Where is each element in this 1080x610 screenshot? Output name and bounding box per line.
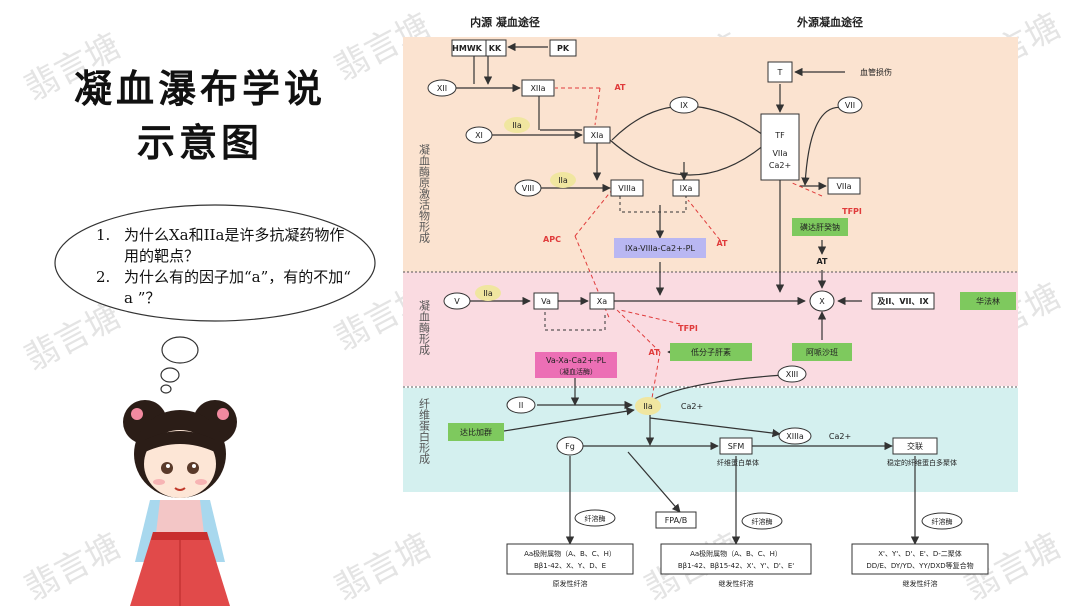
product-1-line-1: Aa极附属物（A、B、C、H） xyxy=(524,549,616,558)
node-v: V xyxy=(454,297,460,306)
node-plasmin-2: 纤溶酶 xyxy=(752,517,773,526)
node-hmwk: HMWK xyxy=(452,44,482,53)
node-xia: XIa xyxy=(591,131,604,140)
node-tfpi-2: TFPI xyxy=(678,324,698,333)
node-iia-1: IIa xyxy=(512,121,522,130)
extrinsic-header: 外源凝血途径 xyxy=(796,15,863,29)
node-apc: APC xyxy=(543,235,561,244)
node-kk: KK xyxy=(489,44,502,53)
node-at-1: AT xyxy=(614,83,626,92)
activator-band-label: 凝血酶原激活物形成 xyxy=(418,143,431,244)
node-xiii: XIII xyxy=(786,370,799,379)
thought-cloud xyxy=(54,204,376,394)
question-list: 1.为什么Xa和IIa是许多抗凝药物作用的靶点？ 2.为什么有的因子加“a”，有… xyxy=(96,225,356,309)
node-fpab: FPA/B xyxy=(665,516,688,525)
node-plasmin-3: 纤溶酶 xyxy=(932,517,953,526)
node-xiia: XIIa xyxy=(530,84,545,93)
product-1-caption: 原发性纤溶 xyxy=(553,579,588,588)
coagulation-cascade-diagram: 内源 凝血途径 外源凝血途径 凝血酶原激活物形成 凝血酶形成 纤维蛋白形成 xyxy=(403,15,1018,588)
node-sfm-label: 纤维蛋白单体 xyxy=(717,458,759,467)
node-xa: Xa xyxy=(597,297,607,306)
node-fg: Fg xyxy=(565,442,575,451)
node-at-4: AT xyxy=(648,348,660,357)
node-va: Va xyxy=(541,297,551,306)
node-vii: VII xyxy=(845,101,855,110)
product-2-line-1: Aa极附属物（A、B、C、H） xyxy=(690,549,782,558)
node-ix: IX xyxy=(680,101,688,110)
node-ixa: IXa xyxy=(680,184,693,193)
node-ii: II xyxy=(519,401,524,410)
node-crosslink: 交联 xyxy=(907,441,923,451)
intrinsic-header: 内源 凝血途径 xyxy=(470,15,540,29)
node-ca-1: Ca2+ xyxy=(681,402,703,411)
node-tf-viia: VIIa xyxy=(772,149,787,158)
node-prothrombinase: Va-Xa-Ca2+-PL xyxy=(546,356,607,365)
node-dabigatran: 达比加群 xyxy=(460,427,492,437)
node-crosslink-label: 稳定的纤维蛋白多聚体 xyxy=(887,458,957,467)
node-vessel-injury: 血管损伤 xyxy=(860,67,892,77)
node-apixaban: 阿哌沙班 xyxy=(806,347,838,357)
node-xii: XII xyxy=(437,84,447,93)
node-tf: TF xyxy=(774,131,785,140)
node-iia-2: IIa xyxy=(558,176,568,185)
node-plasmin-1: 纤溶酶 xyxy=(585,514,606,523)
activator-band xyxy=(403,37,1018,272)
product-3-line-2: DD/E、DY/YD、YY/DXD等复合物 xyxy=(866,561,973,570)
node-xiiia: XIIIa xyxy=(786,432,804,441)
page-subtitle: 示意图 xyxy=(136,120,263,165)
node-iia-3: IIa xyxy=(483,289,493,298)
thrombin-band xyxy=(403,272,1018,386)
node-iia-4: IIa xyxy=(643,402,653,411)
node-tf-ca: Ca2+ xyxy=(769,161,791,170)
node-ca-2: Ca2+ xyxy=(829,432,851,441)
node-lmwh: 低分子肝素 xyxy=(691,347,731,357)
page-title: 凝血瀑布学说 xyxy=(73,66,326,111)
node-pk: PK xyxy=(557,44,570,53)
node-viia: VIIa xyxy=(836,182,851,191)
node-t: T xyxy=(777,68,783,77)
node-fondaparinux: 磺达肝癸钠 xyxy=(800,222,840,232)
node-warfarin: 华法林 xyxy=(976,296,1000,306)
question-item: 2.为什么有的因子加“a”，有的不加“ a ”？ xyxy=(96,268,351,307)
fibrin-band-label: 纤维蛋白形成 xyxy=(418,398,431,465)
node-at-2: AT xyxy=(716,239,728,248)
product-3-line-1: X'、Y'、D'、E'、D-二聚体 xyxy=(878,549,962,558)
thrombin-band-label: 凝血酶形成 xyxy=(418,299,431,356)
node-sfm: SFM xyxy=(728,442,745,451)
product-2-line-2: Bβ1-42、Bβ15-42、X'、Y'、D'、E' xyxy=(678,562,794,570)
node-at-3: AT xyxy=(816,257,828,266)
node-viii: VIII xyxy=(522,184,535,193)
node-prothrombinase-note: （凝血活酶） xyxy=(555,367,597,376)
question-item: 1.为什么Xa和IIa是许多抗凝药物作用的靶点？ xyxy=(96,226,345,265)
node-xi: XI xyxy=(475,131,483,140)
node-x: X xyxy=(819,297,825,306)
product-2-caption: 继发性纤溶 xyxy=(719,579,754,588)
node-other-factors: 及II、VII、IX xyxy=(877,297,929,306)
product-3-caption: 继发性纤溶 xyxy=(903,579,938,588)
node-tenase: IXa-VIIIa-Ca2+-PL xyxy=(625,244,695,253)
cartoon-girl-illustration xyxy=(123,400,237,606)
node-tfpi-1: TFPI xyxy=(842,207,862,216)
node-viiia: VIIIa xyxy=(618,184,636,193)
product-1-line-2: Bβ1-42、X、Y、D、E xyxy=(534,562,606,570)
